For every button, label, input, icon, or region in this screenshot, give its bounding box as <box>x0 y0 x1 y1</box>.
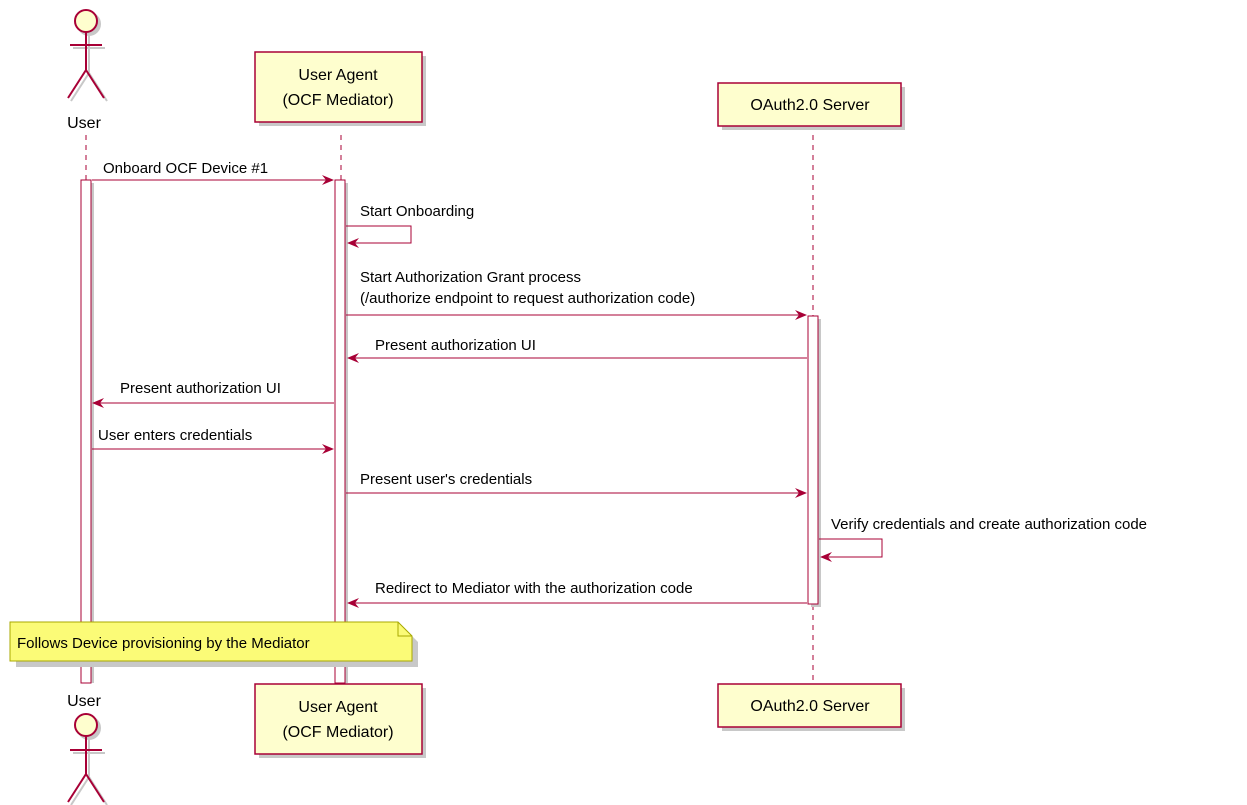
agent-box-bottom: User Agent (OCF Mediator) <box>254 683 426 758</box>
message-present-ui-to-agent: Present authorization UI <box>347 337 807 363</box>
message-start-onboarding: Start Onboarding <box>346 203 474 248</box>
label-start-onboarding: Start Onboarding <box>360 203 474 220</box>
message-start-authorization: Start Authorization Grant process (/auth… <box>346 269 807 320</box>
label-onboard-device: Onboard OCF Device #1 <box>103 160 268 177</box>
label-present-ui-to-user: Present authorization UI <box>120 380 281 397</box>
provisioning-note: Follows Device provisioning by the Media… <box>9 621 418 667</box>
message-present-ui-to-user: Present authorization UI <box>92 380 334 408</box>
agent-name-line2-bottom: (OCF Mediator) <box>282 724 393 741</box>
label-present-ui-to-agent: Present authorization UI <box>375 337 536 354</box>
server-name-bottom: OAuth2.0 Server <box>750 698 870 715</box>
user-name-top: User <box>67 115 101 132</box>
agent-box-top: User Agent (OCF Mediator) <box>254 51 426 126</box>
arrow-verify-credentials <box>819 538 883 562</box>
message-redirect-to-mediator: Redirect to Mediator with the authorizat… <box>347 580 807 608</box>
message-onboard-device: Onboard OCF Device #1 <box>92 160 334 185</box>
label-redirect-to-mediator: Redirect to Mediator with the authorizat… <box>375 580 693 597</box>
label-user-enters-credentials: User enters credentials <box>98 427 252 444</box>
server-activation-bar <box>807 315 819 605</box>
message-present-credentials: Present user's credentials <box>346 471 807 498</box>
note-text: Follows Device provisioning by the Media… <box>17 635 310 652</box>
server-box-top: OAuth2.0 Server <box>717 82 905 130</box>
agent-name-line1-bottom: User Agent <box>298 699 378 716</box>
server-name-top: OAuth2.0 Server <box>750 97 870 114</box>
label-start-authorization-line2: (/authorize endpoint to request authoriz… <box>360 290 695 307</box>
activation-bars <box>80 179 821 684</box>
user-actor-icon-bottom <box>67 713 108 805</box>
agent-activation-bar <box>334 179 346 684</box>
message-user-enters-credentials: User enters credentials <box>92 427 334 454</box>
label-start-authorization-line1: Start Authorization Grant process <box>360 269 581 286</box>
message-verify-credentials: Verify credentials and create authorizat… <box>819 516 1147 562</box>
agent-name-line2: (OCF Mediator) <box>282 92 393 109</box>
agent-name-line1: User Agent <box>298 67 378 84</box>
user-name-bottom: User <box>67 693 101 710</box>
user-actor-icon <box>67 9 108 102</box>
user-activation-bar <box>80 179 92 684</box>
server-box-bottom: OAuth2.0 Server <box>717 683 905 731</box>
label-verify-credentials: Verify credentials and create authorizat… <box>831 516 1147 533</box>
label-present-credentials: Present user's credentials <box>360 471 532 488</box>
arrow-start-onboarding <box>346 225 412 248</box>
